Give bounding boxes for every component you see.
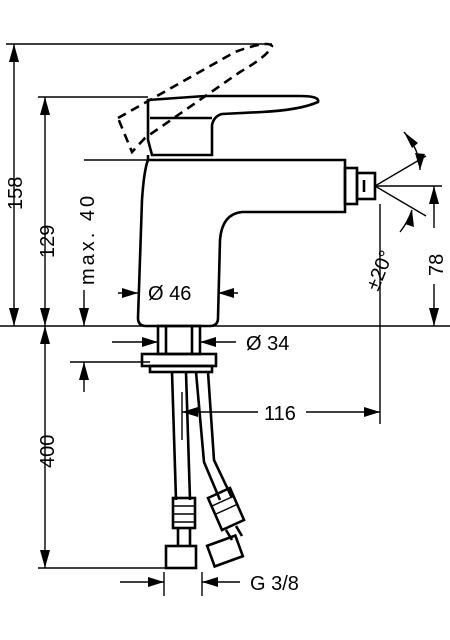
dimension-129: 129 <box>37 96 148 326</box>
dimension-116: 116 <box>181 204 381 440</box>
dimension-158: 158 <box>5 43 272 326</box>
dim-label-116: 116 <box>264 403 296 425</box>
dim-label-max-40: max. 40 <box>77 193 99 285</box>
hoses <box>164 371 246 570</box>
dimension-78: 78 <box>375 185 448 326</box>
lever <box>146 94 320 157</box>
dimension-swivel-20: ±20° <box>362 131 427 294</box>
dim-label-158: 158 <box>5 177 27 210</box>
lever-raised-dashed <box>116 42 274 155</box>
dimension-diameter-46: Ø 46 <box>118 283 238 305</box>
dim-label-400: 400 <box>37 435 59 468</box>
dim-label-diameter-46: Ø 46 <box>148 283 191 305</box>
dimension-max-40: max. 40 <box>77 159 148 326</box>
dim-label-g-3-8: G 3/8 <box>250 573 299 595</box>
dim-label-129: 129 <box>37 225 59 258</box>
dim-label-78: 78 <box>426 254 448 276</box>
dimension-diameter-34: Ø 34 <box>112 333 289 355</box>
dim-label-diameter-34: Ø 34 <box>246 333 289 355</box>
dim-label-swivel-20: ±20° <box>362 247 398 293</box>
dimension-g-3-8: G 3/8 <box>120 572 299 596</box>
mounting-kit <box>140 324 218 374</box>
dimension-400: 400 <box>37 326 166 569</box>
